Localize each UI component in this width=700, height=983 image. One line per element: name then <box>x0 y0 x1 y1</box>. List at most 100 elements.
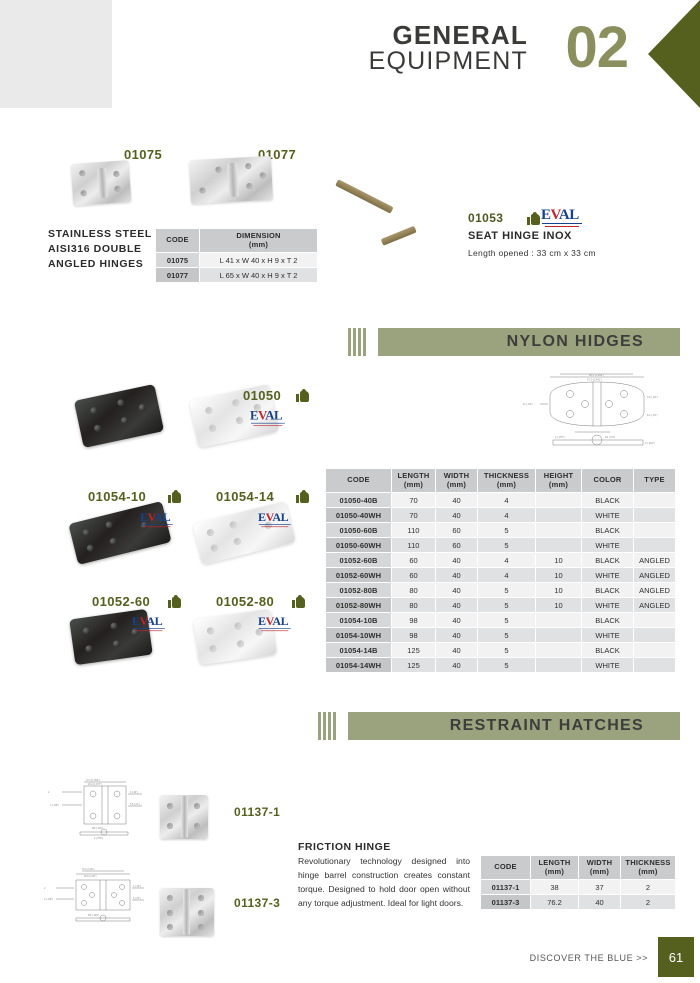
col-thickness-line1: THICKNESS <box>483 471 530 480</box>
cell-length: 60 <box>391 552 436 569</box>
col-dimension-line2: (mm) <box>248 239 269 249</box>
page-header: GENERAL EQUIPMENT 02 <box>340 0 700 112</box>
cell-thickness: 4 <box>477 552 536 569</box>
table-header-row: CODE LENGTH(mm) WIDTH(mm) THICKNESS(mm) <box>480 854 676 881</box>
chevron-left-icon <box>648 0 700 108</box>
cell-width: 60 <box>435 522 478 539</box>
cell-width: 40 <box>435 507 478 524</box>
col-code: CODE <box>325 467 392 494</box>
eval-letter-v: V <box>265 511 273 524</box>
cell-width: 40 <box>435 657 478 674</box>
cell-thickness: 5 <box>477 537 536 554</box>
cell-height <box>535 612 582 629</box>
eval-letter-v: V <box>265 615 273 628</box>
page-title-line2: EQUIPMENT <box>368 46 528 75</box>
eval-wave <box>140 524 173 528</box>
col-length: LENGTH(mm) <box>391 467 436 494</box>
col-width: WIDTH(mm) <box>578 854 621 881</box>
cell-color: WHITE <box>581 537 634 554</box>
friction-hinge-title: FRICTION HINGE <box>298 841 391 853</box>
cell-thickness: 5 <box>477 522 536 539</box>
page-title: GENERAL EQUIPMENT <box>369 22 528 74</box>
cell-dimension: L 41 x W 40 x H 9 x T 2 <box>199 252 318 269</box>
cell-thickness: 4 <box>477 567 536 584</box>
restraint-spec-table: CODE LENGTH(mm) WIDTH(mm) THICKNESS(mm) … <box>480 854 676 911</box>
svg-text:4.5 (.18"): 4.5 (.18") <box>647 395 658 399</box>
col-color-line1: COLOR <box>593 475 622 485</box>
col-thickness-line2: (mm) <box>638 866 658 876</box>
chapter-number: 02 <box>565 15 629 80</box>
cell-height <box>535 657 582 674</box>
product-code-01052-80: 01052-80 <box>216 594 275 609</box>
restraint-table-body: 01137-1 38 37 2 01137-3 76.2 40 2 <box>480 879 676 911</box>
svg-text:11 (.43"): 11 (.43") <box>523 402 533 406</box>
nylon-bar-stripes <box>348 328 370 356</box>
cell-height <box>535 627 582 644</box>
cell-width: 40 <box>435 567 478 584</box>
svg-text:29.4 (1.157"): 29.4 (1.157") <box>88 783 102 786</box>
product-image-01077 <box>188 155 274 205</box>
cell-code: 01054-14WH <box>325 657 392 674</box>
svg-text:2: 2 <box>48 791 50 794</box>
table-row: 01137-1 38 37 2 <box>480 879 676 896</box>
cell-height <box>535 537 582 554</box>
product-code-01137-3: 01137-3 <box>234 896 281 910</box>
cell-width: 40 <box>578 894 621 911</box>
cell-height: 10 <box>535 552 582 569</box>
restraint-bar-stripes <box>318 712 340 740</box>
cell-type <box>633 612 676 629</box>
svg-text:4 (.16"): 4 (.16") <box>130 791 138 794</box>
eval-letter-e: E <box>250 409 259 423</box>
cell-height <box>535 492 582 509</box>
eval-wave <box>258 628 291 632</box>
col-type-line1: TYPE <box>644 475 665 485</box>
cell-width: 40 <box>435 642 478 659</box>
col-height: HEIGHT(mm) <box>535 467 582 494</box>
cell-color: WHITE <box>581 657 634 674</box>
cell-color: BLACK <box>581 642 634 659</box>
svg-text:76.2 (3.00"): 76.2 (3.00") <box>82 868 95 871</box>
cell-code: 01050-40B <box>325 492 392 509</box>
col-width: WIDTH(mm) <box>435 467 478 494</box>
cell-color: WHITE <box>581 507 634 524</box>
cell-code: 01077 <box>155 267 200 284</box>
product-code-01054-10: 01054-10 <box>88 489 147 504</box>
nylon-spec-table: CODE LENGTH(mm) WIDTH(mm) THICKNESS(mm) … <box>325 467 676 674</box>
cell-width: 40 <box>435 627 478 644</box>
eval-brand-logo: EVAL <box>132 616 167 632</box>
col-width-line2: (mm) <box>589 866 610 876</box>
eval-letters-al: AL <box>272 615 289 628</box>
cell-code: 01054-14B <box>325 642 392 659</box>
eval-wave-red <box>143 526 171 529</box>
seat-hinge-description: Length opened : 33 cm x 33 cm <box>468 248 596 258</box>
cell-length: 125 <box>391 642 436 659</box>
thumbs-up-icon <box>168 489 181 503</box>
cell-length: 38 <box>530 879 579 896</box>
eval-letters-al: AL <box>272 511 289 524</box>
svg-text:60.4 (2.264"): 60.4 (2.264") <box>589 373 604 377</box>
cell-color: WHITE <box>581 567 634 584</box>
svg-text:2 (.078"): 2 (.078") <box>94 837 103 840</box>
cell-type <box>633 657 676 674</box>
eval-wave <box>250 422 285 427</box>
cell-color: BLACK <box>581 522 634 539</box>
product-image-01137-3 <box>160 888 214 936</box>
footer-tagline: DISCOVER THE BLUE >> <box>529 953 648 963</box>
cell-color: BLACK <box>581 612 634 629</box>
cell-width: 40 <box>435 552 478 569</box>
cell-height: 10 <box>535 597 582 614</box>
cell-length: 110 <box>391 522 436 539</box>
restraint-section-bar: RESTRAINT HATCHES <box>348 712 680 740</box>
stainless-spec-table: CODE DIMENSION (mm) 01075 L 41 x W 40 x … <box>155 227 318 284</box>
table-row: 01137-3 76.2 40 2 <box>480 894 676 911</box>
cell-width: 40 <box>435 612 478 629</box>
cell-color: WHITE <box>581 597 634 614</box>
cell-dimension: L 65 x W 40 x H 9 x T 2 <box>199 267 318 284</box>
svg-text:50.8 (2.00"): 50.8 (2.00") <box>84 875 97 878</box>
cell-thickness: 4 <box>477 492 536 509</box>
